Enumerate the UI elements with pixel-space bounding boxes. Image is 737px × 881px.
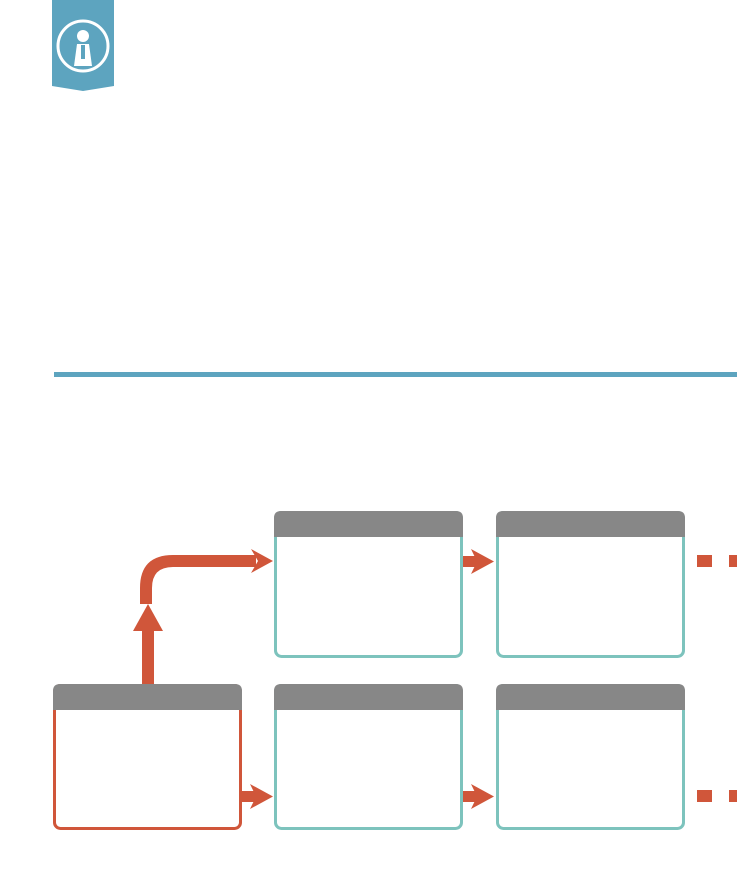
arrow-start-to-bottom-1 [242, 784, 273, 809]
info-badge [0, 0, 120, 105]
flow-box-top-1 [274, 511, 463, 658]
arrow-elbow-start-to-top-1 [133, 549, 273, 684]
arrow-top-1-to-top-2 [463, 549, 494, 574]
section-divider [54, 372, 737, 377]
dashed-continuation-top [697, 555, 737, 567]
arrow-bottom-1-to-bottom-2 [463, 784, 494, 809]
flow-box-bottom-1 [274, 684, 463, 830]
dashed-continuation-bottom [697, 790, 737, 802]
flow-box-start [53, 684, 242, 830]
flow-box-bottom-2 [496, 684, 685, 830]
keyhole-person-icon [56, 19, 110, 73]
flow-box-top-2 [496, 511, 685, 658]
